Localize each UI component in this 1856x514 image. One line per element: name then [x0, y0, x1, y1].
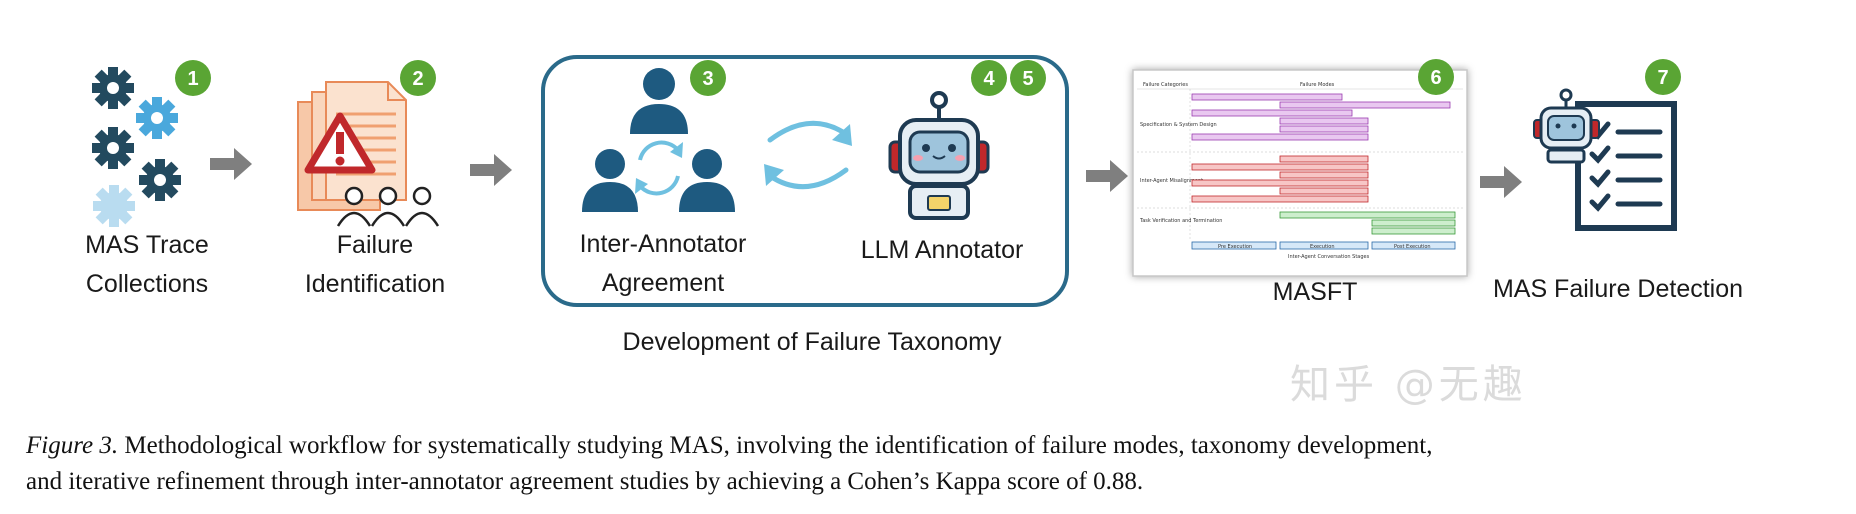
svg-text:Specification & System Design: Specification & System Design	[1140, 122, 1217, 128]
arrow-icon	[1086, 160, 1128, 192]
watermark-text: 知乎 @无趣	[1290, 362, 1527, 408]
arrow-icon	[470, 154, 512, 186]
cycle-icon	[635, 140, 683, 196]
step-2-badge: 2	[400, 60, 436, 96]
caption-figure-label: Figure 3.	[26, 432, 119, 459]
taxonomy-group-box	[541, 55, 1069, 307]
robot-icon	[888, 91, 990, 220]
sync-arrows-icon	[764, 120, 852, 190]
caption-line1: Methodological workflow for systematical…	[124, 432, 1433, 459]
step-1-badge: 1	[175, 60, 211, 96]
svg-text:3: 3	[702, 68, 713, 90]
step-6-label: MASFT	[1273, 278, 1358, 306]
step-3-label-line2: Agreement	[602, 269, 724, 297]
figure-caption: Figure 3. Methodological workflow for sy…	[26, 428, 1826, 500]
arrow-icon	[1480, 166, 1522, 198]
warning-icon	[304, 112, 376, 174]
svg-text:7: 7	[1657, 67, 1668, 89]
workflow-diagram: 1 MAS Trace Collections 2 Failure Identi…	[85, 55, 1743, 356]
svg-text:5: 5	[1022, 68, 1033, 90]
masft-table-thumbnail: Failure Categories Failure Modes Specifi…	[1132, 69, 1468, 277]
step-3-badge: 3	[690, 60, 726, 96]
caption-line2: and iterative refinement through inter-a…	[26, 468, 1144, 495]
svg-text:Post Execution: Post Execution	[1394, 244, 1431, 250]
step-3-label-line1: Inter-Annotator	[580, 230, 747, 258]
step-1-label-line2: Collections	[86, 270, 208, 298]
step-5-badge: 5	[1010, 60, 1046, 96]
people-icon	[336, 186, 440, 227]
small-robot-icon	[1533, 88, 1600, 164]
svg-text:Task Verification and Terminat: Task Verification and Termination	[1139, 218, 1222, 224]
step-7-label: MAS Failure Detection	[1493, 275, 1743, 303]
step-6-badge: 6	[1418, 59, 1454, 95]
step-4-badge: 4	[971, 60, 1007, 96]
svg-text:6: 6	[1430, 67, 1441, 89]
svg-text:Execution: Execution	[1310, 244, 1335, 250]
step-5-label: LLM Annotator	[861, 236, 1024, 264]
step-2-label-line1: Failure	[337, 231, 413, 259]
svg-text:2: 2	[412, 68, 423, 90]
step-2-label-line2: Identification	[305, 270, 445, 298]
gears-icon	[92, 67, 181, 227]
svg-text:Failure Modes: Failure Modes	[1300, 82, 1335, 88]
svg-text:Inter-Agent Conversation Stage: Inter-Agent Conversation Stages	[1288, 254, 1370, 260]
svg-text:Pre Execution: Pre Execution	[1218, 244, 1252, 250]
svg-text:1: 1	[187, 68, 198, 90]
svg-text:Inter-Agent Misalignment: Inter-Agent Misalignment	[1140, 178, 1203, 184]
group-label: Development of Failure Taxonomy	[623, 328, 1002, 356]
svg-text:Failure Categories: Failure Categories	[1143, 82, 1188, 88]
svg-text:4: 4	[983, 68, 995, 90]
step-1-label-line1: MAS Trace	[85, 231, 209, 259]
arrow-icon	[210, 148, 252, 180]
annotators-icon	[582, 68, 735, 212]
step-7-badge: 7	[1645, 59, 1681, 95]
